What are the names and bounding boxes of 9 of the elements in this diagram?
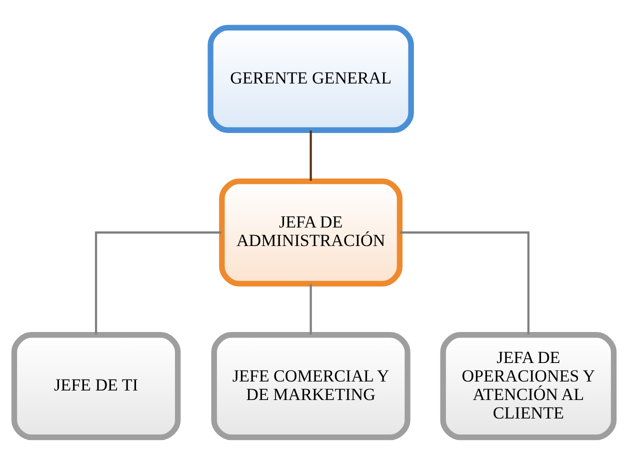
node-box: JEFA DE ADMINISTRACIÓN bbox=[219, 178, 403, 286]
connector bbox=[310, 130, 312, 180]
connector bbox=[310, 284, 312, 334]
node-box: JEFA DE OPERACIONES Y ATENCIÓN AL CLIENTE bbox=[440, 332, 617, 440]
node-box: GERENTE GENERAL bbox=[208, 24, 414, 132]
connector bbox=[94, 230, 222, 334]
connector bbox=[400, 230, 530, 334]
node-box: JEFE COMERCIAL Y DE MARKETING bbox=[211, 332, 410, 440]
node-box: JEFE DE TI bbox=[11, 332, 181, 440]
